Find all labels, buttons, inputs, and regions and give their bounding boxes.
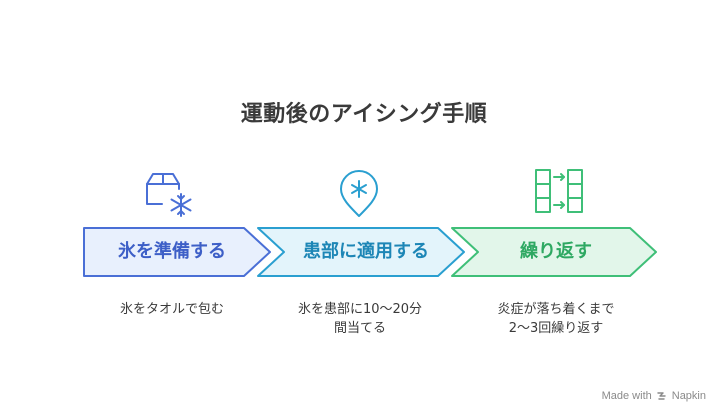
location-snowflake-icon bbox=[340, 170, 378, 217]
step-1-chevron bbox=[83, 227, 271, 277]
step-2-description-line: 氷を患部に10〜20分 bbox=[297, 302, 423, 317]
step-3-label: 繰り返す bbox=[520, 241, 592, 262]
napkin-watermark[interactable]: Made with Napkin bbox=[602, 390, 706, 402]
page-title: 運動後のアイシング手順 bbox=[240, 102, 488, 127]
watermark-prefix: Made with bbox=[601, 390, 652, 402]
step-2-description-line: 間当てる bbox=[333, 321, 386, 336]
ice-box-snowflake-icon bbox=[146, 173, 192, 217]
watermark-brand: Napkin bbox=[671, 390, 706, 402]
step-1-description-line: 氷をタオルで包む bbox=[119, 302, 224, 317]
transfer-grid-icon bbox=[535, 169, 583, 213]
step-1-description: 氷をタオルで包む bbox=[84, 300, 260, 319]
step-3-description: 炎症が落ち着くまで 2〜3回繰り返す bbox=[462, 300, 650, 338]
napkin-logo-icon bbox=[657, 392, 666, 400]
step-2-chevron bbox=[257, 227, 465, 277]
step-3-description-line: 2〜3回繰り返す bbox=[508, 321, 604, 336]
step-1-label: 氷を準備する bbox=[118, 241, 226, 262]
step-2-description: 氷を患部に10〜20分 間当てる bbox=[270, 300, 450, 338]
step-2-label: 患部に適用する bbox=[303, 241, 429, 262]
step-3-chevron bbox=[451, 227, 657, 277]
step-3-description-line: 炎症が落ち着くまで bbox=[497, 302, 615, 317]
